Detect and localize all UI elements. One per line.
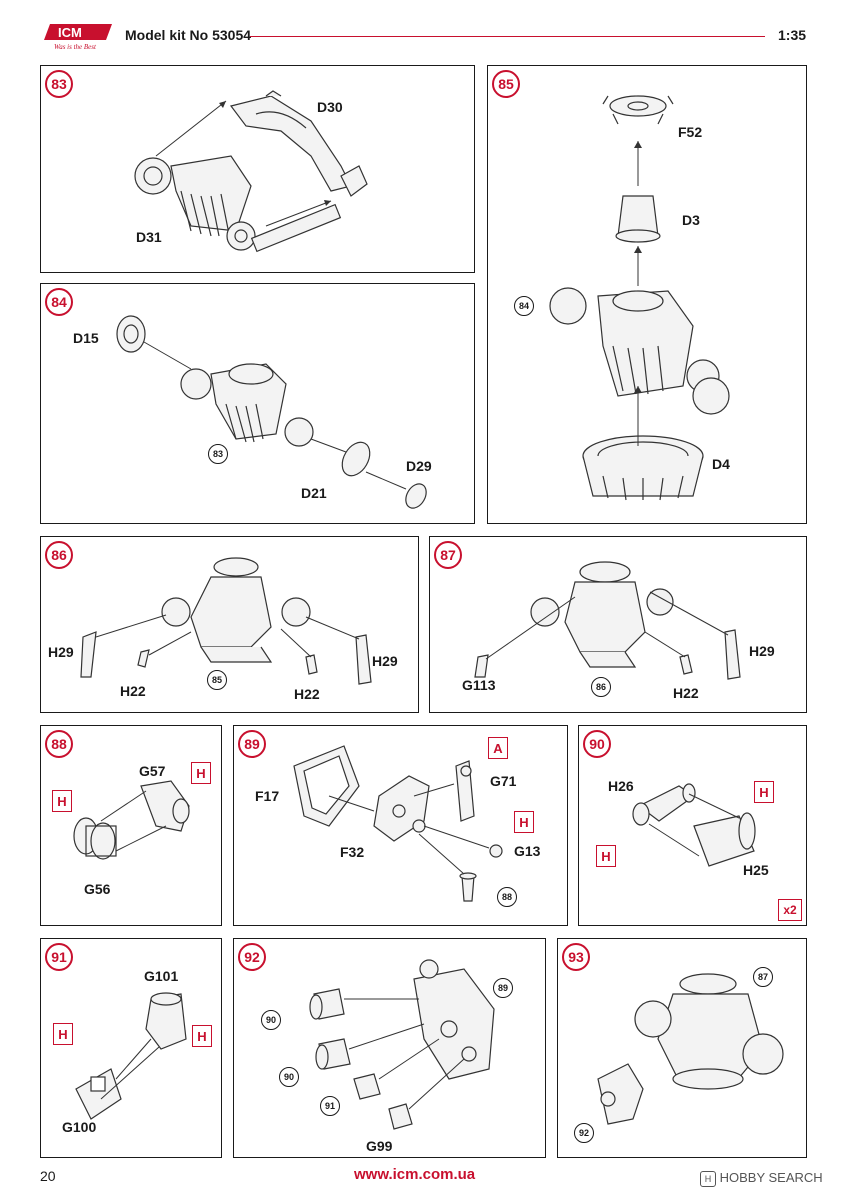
step-number-91: 91 (45, 943, 73, 971)
step-89-illustration (293, 745, 503, 902)
step-88-illustration (73, 780, 190, 860)
step-83-illustration (134, 90, 368, 253)
part-label-h22-right: H22 (294, 686, 320, 702)
part-label-h29: H29 (749, 643, 775, 659)
step-88-panel: 88 G57 G56 H H (40, 725, 222, 926)
part-label-f17: F17 (255, 788, 280, 804)
step-number-87: 87 (434, 541, 462, 569)
part-label-f52: F52 (678, 124, 703, 140)
part-label-g13: G13 (514, 843, 541, 859)
step-92-panel: 92 G99 89 90 90 91 (233, 938, 546, 1158)
part-label-g99: G99 (366, 1138, 393, 1154)
tag-h-left: H (596, 845, 616, 867)
step-85-panel: 85 F52 D3 D4 84 (487, 65, 807, 524)
part-label-d31: D31 (136, 229, 162, 245)
model-title: Model kit No 53054 (125, 27, 252, 43)
part-label-g100: G100 (62, 1119, 97, 1135)
ref-step-86: 86 (591, 677, 611, 697)
step-83-panel: 83 D30 D31 (40, 65, 475, 273)
step-85-illustration (549, 95, 730, 501)
icm-logo: ICM Was is the Best (44, 24, 112, 51)
svg-text:Was is the Best: Was is the Best (54, 43, 97, 51)
ref-step-84: 84 (514, 296, 534, 316)
step-84-panel: 84 D15 D29 D21 83 (40, 283, 475, 524)
step-92-illustration (309, 959, 495, 1130)
part-label-g56: G56 (84, 881, 111, 897)
scale-label: 1:35 (778, 27, 807, 43)
tag-h-right: H (192, 1025, 212, 1047)
part-label-d29: D29 (406, 458, 432, 474)
step-87-panel: 87 H29 G113 H22 86 (429, 536, 807, 713)
part-label-g57: G57 (139, 763, 166, 779)
step-90-panel: 90 H26 H25 H H x2 (578, 725, 807, 926)
ref-step-91: 91 (320, 1096, 340, 1116)
part-label-d21: D21 (301, 485, 327, 501)
part-label-h29-left: H29 (48, 644, 74, 660)
watermark: H HOBBY SEARCH (700, 1170, 823, 1187)
step-number-90: 90 (583, 730, 611, 758)
part-label-f32: F32 (340, 844, 365, 860)
ref-step-89: 89 (493, 978, 513, 998)
step-91-illustration (75, 992, 187, 1120)
step-number-88: 88 (45, 730, 73, 758)
part-label-h22: H22 (673, 685, 699, 701)
website-link[interactable]: www.icm.com.ua (354, 1166, 476, 1183)
tag-h-right: H (754, 781, 774, 803)
part-label-d15: D15 (73, 330, 99, 346)
step-84-illustration (116, 315, 427, 509)
ref-step-87: 87 (753, 967, 773, 987)
step-93-illustration (597, 973, 784, 1125)
watermark-text: HOBBY SEARCH (719, 1170, 823, 1185)
step-89-panel: 89 F17 G71 F32 G13 A H 88 (233, 725, 568, 926)
step-87-illustration (474, 561, 741, 680)
part-label-g113: G113 (462, 677, 496, 693)
part-label-d4: D4 (712, 456, 730, 472)
step-86-panel: 86 H29 H29 H22 H22 85 (40, 536, 419, 713)
step-number-83: 83 (45, 70, 73, 98)
ref-step-90-b: 90 (279, 1067, 299, 1087)
part-label-g101: G101 (144, 968, 179, 984)
page-number: 20 (40, 1168, 56, 1184)
tag-h-left: H (53, 1023, 73, 1045)
tag-h-right: H (191, 762, 211, 784)
part-label-h29-right: H29 (372, 653, 398, 669)
tag-h-left: H (52, 790, 72, 812)
part-label-d3: D3 (682, 212, 700, 228)
ref-step-85: 85 (207, 670, 227, 690)
step-93-panel: 93 87 92 (557, 938, 807, 1158)
step-number-93: 93 (562, 943, 590, 971)
page-header: ICM Was is the Best Model kit No 53054 1… (0, 0, 848, 60)
step-number-85: 85 (492, 70, 520, 98)
part-label-h25: H25 (743, 862, 769, 878)
step-number-84: 84 (45, 288, 73, 316)
multiplier-x2: x2 (778, 899, 802, 921)
svg-text:ICM: ICM (58, 25, 82, 40)
step-number-89: 89 (238, 730, 266, 758)
part-label-h26: H26 (608, 778, 634, 794)
tag-a: A (488, 737, 508, 759)
step-86-illustration (80, 557, 372, 685)
step-90-illustration (632, 783, 756, 867)
hobbysearch-icon: H (700, 1170, 716, 1187)
ref-step-88: 88 (497, 887, 517, 907)
step-91-panel: 91 G101 G100 H H (40, 938, 222, 1158)
step-number-86: 86 (45, 541, 73, 569)
part-label-h22-left: H22 (120, 683, 146, 699)
ref-step-83: 83 (208, 444, 228, 464)
step-number-92: 92 (238, 943, 266, 971)
tag-h: H (514, 811, 534, 833)
header-divider (250, 36, 765, 37)
part-label-g71: G71 (490, 773, 517, 789)
ref-step-92: 92 (574, 1123, 594, 1143)
ref-step-90-a: 90 (261, 1010, 281, 1030)
part-label-d30: D30 (317, 99, 343, 115)
